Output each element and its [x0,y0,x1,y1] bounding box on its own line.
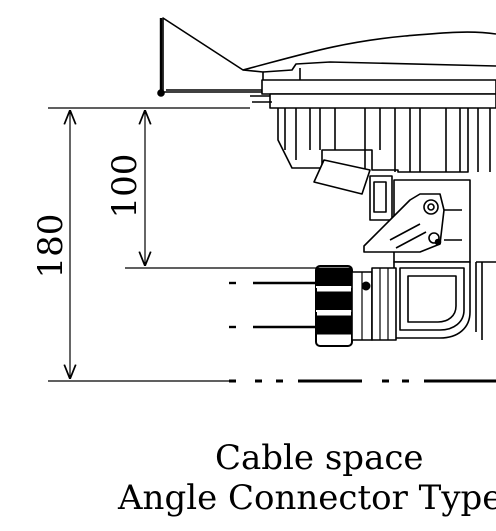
cable-space-lines [229,281,496,383]
dimension-180: 180 [31,107,250,382]
device-housing [157,17,496,340]
angle-connector [315,265,397,347]
dimension-100: 100 [105,110,318,269]
caption-angle-connector-type: Angle Connector Type [118,478,496,518]
caption-cable-space: Cable space [215,438,424,478]
dimension-label-100: 100 [105,154,145,219]
dimension-label-180: 180 [31,214,71,279]
